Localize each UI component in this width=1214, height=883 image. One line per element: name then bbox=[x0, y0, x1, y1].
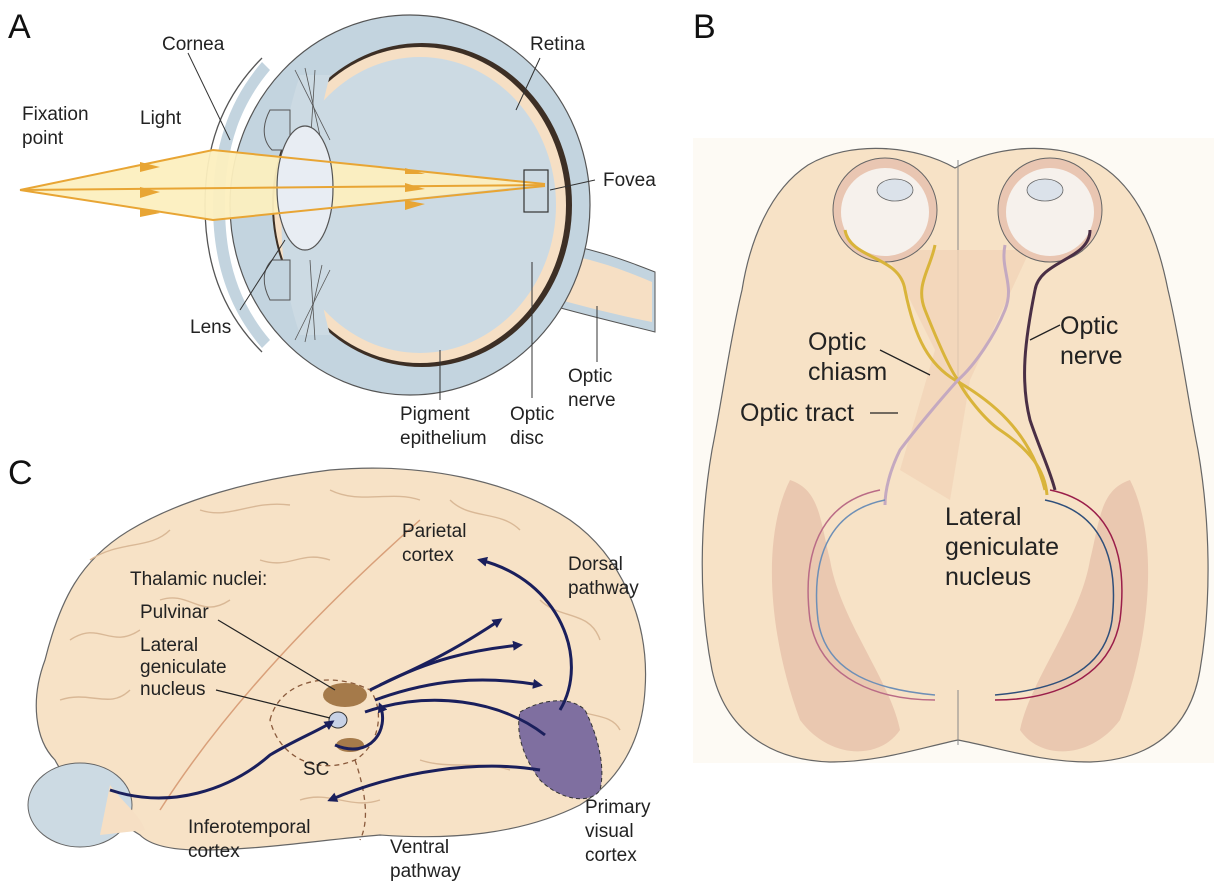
light-label: Light bbox=[140, 108, 182, 129]
panel-a-eye-diagram: Fixation point Light Cornea Retina Fovea… bbox=[20, 15, 656, 449]
lgn-label-b-2: geniculate bbox=[945, 533, 1059, 561]
fixation-point-label: Fixation bbox=[22, 104, 89, 125]
dorsal-pathway-label-2: pathway bbox=[568, 578, 639, 599]
sc-label: SC bbox=[303, 759, 329, 780]
parietal-cortex-label-2: cortex bbox=[402, 545, 454, 566]
panel-label-b: B bbox=[693, 8, 716, 46]
lgn-c bbox=[329, 712, 347, 728]
lgn-label-c-2: geniculate bbox=[140, 657, 227, 678]
fixation-point-label-2: point bbox=[22, 128, 64, 149]
optic-disc-label: Optic bbox=[510, 404, 554, 425]
panel-c-brain-pathways: Thalamic nuclei: Pulvinar Lateral genicu… bbox=[28, 468, 651, 882]
panel-b-visual-pathway: Optic chiasm Optic nerve Optic tract Lat… bbox=[693, 138, 1214, 763]
primary-visual-cortex-label: Primary bbox=[585, 797, 651, 818]
thalamic-nuclei-label: Thalamic nuclei: bbox=[130, 569, 267, 590]
dorsal-pathway-label: Dorsal bbox=[568, 554, 623, 575]
primary-visual-cortex-label-2: visual bbox=[585, 821, 634, 842]
lgn-label-b-3: nucleus bbox=[945, 563, 1031, 591]
parietal-cortex-label: Parietal bbox=[402, 521, 466, 542]
optic-chiasm-label: Optic bbox=[808, 328, 866, 356]
ventral-pathway-label-2: pathway bbox=[390, 861, 461, 882]
pigment-epithelium-label: Pigment bbox=[400, 404, 470, 425]
lens-label: Lens bbox=[190, 317, 231, 338]
optic-disc-label-2: disc bbox=[510, 428, 544, 449]
optic-nerve-label-a: Optic bbox=[568, 366, 612, 387]
cornea-label: Cornea bbox=[162, 34, 225, 55]
inferotemporal-cortex-label: Inferotemporal bbox=[188, 817, 311, 838]
fovea-label: Fovea bbox=[603, 170, 656, 191]
primary-visual-cortex-label-3: cortex bbox=[585, 845, 637, 866]
lgn-label-c-3: nucleus bbox=[140, 679, 206, 700]
optic-nerve-label-a-2: nerve bbox=[568, 390, 616, 411]
panel-label-c: C bbox=[8, 454, 33, 492]
pulvinar-label: Pulvinar bbox=[140, 602, 209, 623]
lgn-label-c: Lateral bbox=[140, 635, 198, 656]
inferotemporal-cortex-label-2: cortex bbox=[188, 841, 240, 862]
panel-label-a: A bbox=[8, 8, 31, 46]
optic-chiasm-label-2: chiasm bbox=[808, 358, 887, 386]
optic-nerve-label-b: Optic bbox=[1060, 312, 1118, 340]
optic-nerve-label-b-2: nerve bbox=[1060, 342, 1123, 370]
lgn-label-b: Lateral bbox=[945, 503, 1021, 531]
ventral-pathway-label: Ventral bbox=[390, 837, 449, 858]
optic-tract-label: Optic tract bbox=[740, 399, 854, 427]
retina-label: Retina bbox=[530, 34, 585, 55]
pigment-epithelium-label-2: epithelium bbox=[400, 428, 487, 449]
